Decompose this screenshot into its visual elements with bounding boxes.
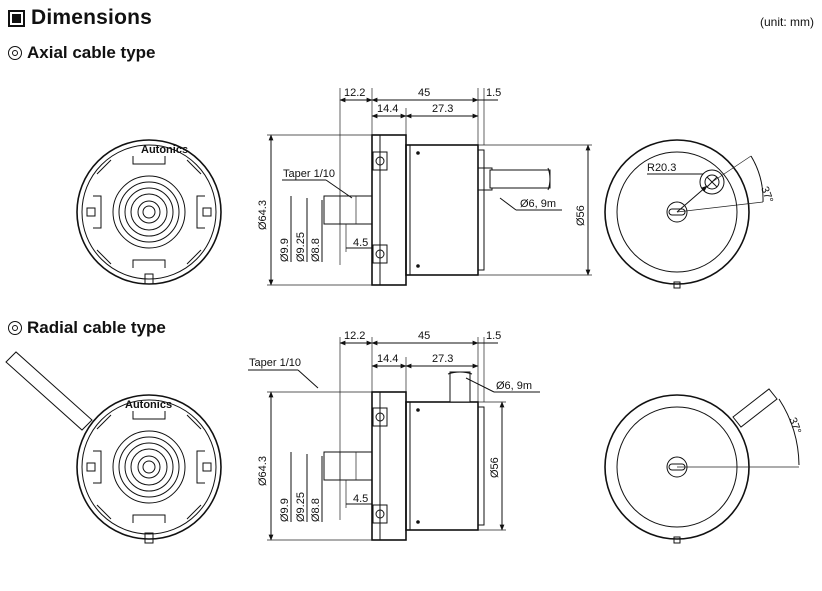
section-axial-heading: Axial cable type [8, 43, 156, 63]
dim-shaft-step: 4.5 [353, 493, 368, 505]
dim-shaft-d1: Ø9.9 [279, 238, 291, 262]
unit-label: (unit: mm) [760, 15, 814, 29]
filled-square-icon [8, 9, 25, 27]
dim-shaft-step: 4.5 [353, 237, 368, 249]
dim-cap: 1.5 [486, 87, 501, 99]
section-radial-title: Radial cable type [27, 318, 166, 337]
dim-housing-length: 27.3 [432, 103, 453, 115]
radial-front-view: Autonics [5, 351, 222, 544]
dim-body-length: 45 [418, 87, 430, 99]
double-circle-icon [8, 46, 22, 60]
dim-cable: Ø6, 9m [496, 380, 532, 392]
page-title: Dimensions [31, 6, 153, 29]
dim-shaft-d3: Ø8.8 [310, 238, 322, 262]
brand-logo: Autonics [125, 399, 172, 411]
section-radial-heading: Radial cable type [8, 318, 166, 338]
dim-flange-diameter: Ø64.3 [257, 200, 269, 230]
radial-side-view: 12.2 45 1.5 14.4 27.3 Ø64.3 Ø9.9 Ø9.25 Ø… [248, 330, 540, 541]
dim-radius: R20.3 [647, 162, 676, 174]
dim-taper: Taper 1/10 [283, 168, 335, 180]
radial-rear-view: 37° [604, 388, 803, 544]
dim-flange-width: 14.4 [377, 353, 398, 365]
axial-front-view: Autonics [76, 139, 222, 285]
dim-cable: Ø6, 9m [520, 198, 556, 210]
double-circle-icon [8, 321, 22, 335]
dim-flange-diameter: Ø64.3 [257, 456, 269, 486]
dim-flange-depth: 12.2 [344, 330, 365, 342]
brand-logo: Autonics [141, 144, 188, 156]
section-axial-title: Axial cable type [27, 43, 156, 62]
dim-shaft-d1: Ø9.9 [279, 498, 291, 522]
dimensions-heading: Dimensions [8, 6, 152, 30]
dim-body-length: 45 [418, 330, 430, 342]
dim-shaft-d2: Ø9.25 [295, 232, 307, 262]
dim-angle: 37° [758, 185, 775, 205]
dim-taper: Taper 1/10 [249, 357, 301, 369]
axial-side-view: 12.2 45 1.5 14.4 27.3 Ø64.3 Ø9.9 Ø9 [257, 87, 592, 286]
dim-cap: 1.5 [486, 330, 501, 342]
axial-rear-view: R20.3 37° [604, 139, 775, 289]
dim-body-diameter: Ø56 [575, 205, 587, 226]
dim-flange-depth: 12.2 [344, 87, 365, 99]
dim-angle: 37° [786, 416, 803, 436]
dim-body-diameter: Ø56 [489, 457, 501, 478]
dim-shaft-d3: Ø8.8 [310, 498, 322, 522]
dim-housing-length: 27.3 [432, 353, 453, 365]
dim-flange-width: 14.4 [377, 103, 398, 115]
dim-shaft-d2: Ø9.25 [295, 492, 307, 522]
